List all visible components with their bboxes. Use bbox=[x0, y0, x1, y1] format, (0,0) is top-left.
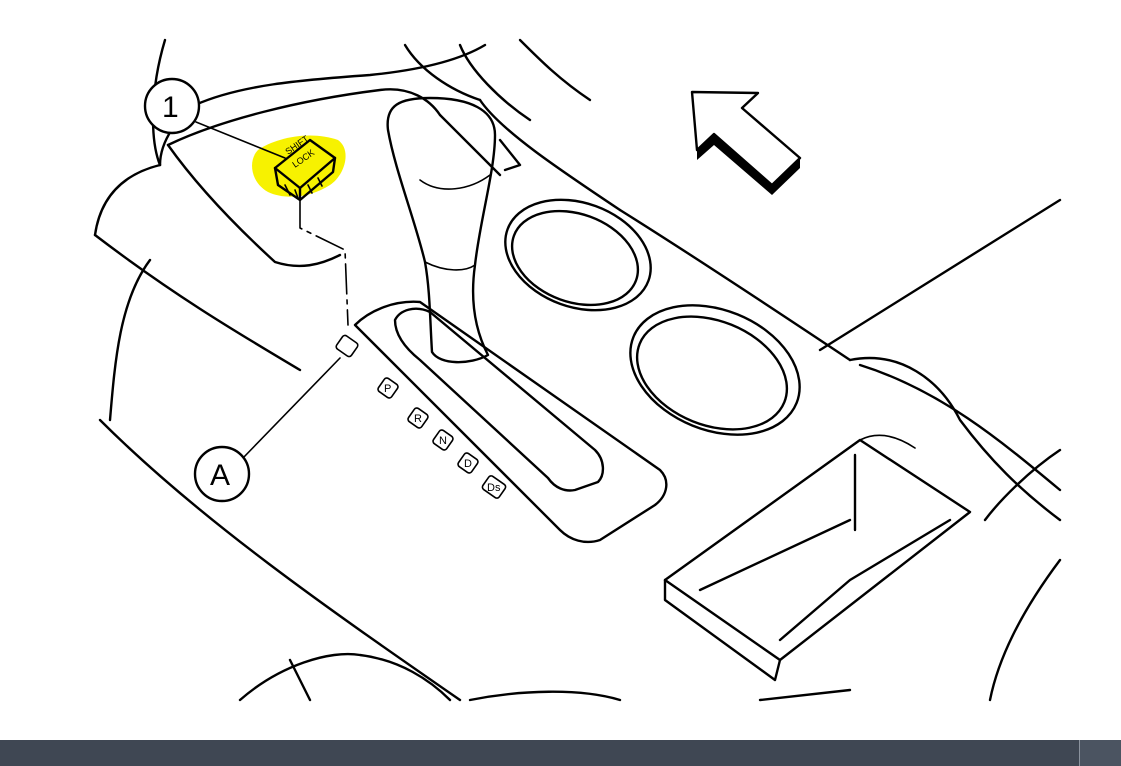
svg-text:1: 1 bbox=[162, 91, 179, 124]
bottom-bar bbox=[0, 740, 1121, 766]
cup-holder-front bbox=[629, 304, 801, 436]
svg-text:N: N bbox=[439, 435, 447, 447]
console-outline bbox=[93, 38, 1062, 702]
callout-location-a: A bbox=[193, 357, 341, 503]
gear-indicator-n: N bbox=[432, 429, 454, 451]
callout-part-1: 1 bbox=[143, 77, 286, 159]
gear-indicator-p: P bbox=[377, 377, 399, 399]
svg-text:P: P bbox=[384, 383, 391, 395]
svg-text:R: R bbox=[414, 413, 422, 425]
svg-text:A: A bbox=[210, 459, 230, 492]
front-direction-arrow-icon bbox=[690, 90, 802, 195]
gear-indicator-d: D bbox=[457, 452, 479, 474]
storage-tray bbox=[663, 434, 972, 682]
gear-indicator-ds: Ds bbox=[481, 475, 507, 499]
shift-lock-override-slot bbox=[335, 334, 359, 358]
bottom-bar-corner bbox=[1079, 740, 1121, 766]
svg-text:Ds: Ds bbox=[487, 482, 501, 494]
removal-guide-line bbox=[299, 199, 349, 326]
gear-indicator-r: R bbox=[407, 407, 429, 429]
shift-lock-release-switch: SHIFT LOCK bbox=[252, 133, 346, 202]
shift-lock-diagram: P R N D Ds SHIFT LOCK bbox=[93, 38, 1062, 702]
shift-lever-knob bbox=[386, 96, 522, 364]
svg-text:D: D bbox=[464, 458, 472, 470]
cup-holder-rear bbox=[504, 198, 652, 312]
gear-indicator-strip: P R N D Ds bbox=[377, 377, 507, 499]
shift-gate bbox=[353, 300, 668, 544]
